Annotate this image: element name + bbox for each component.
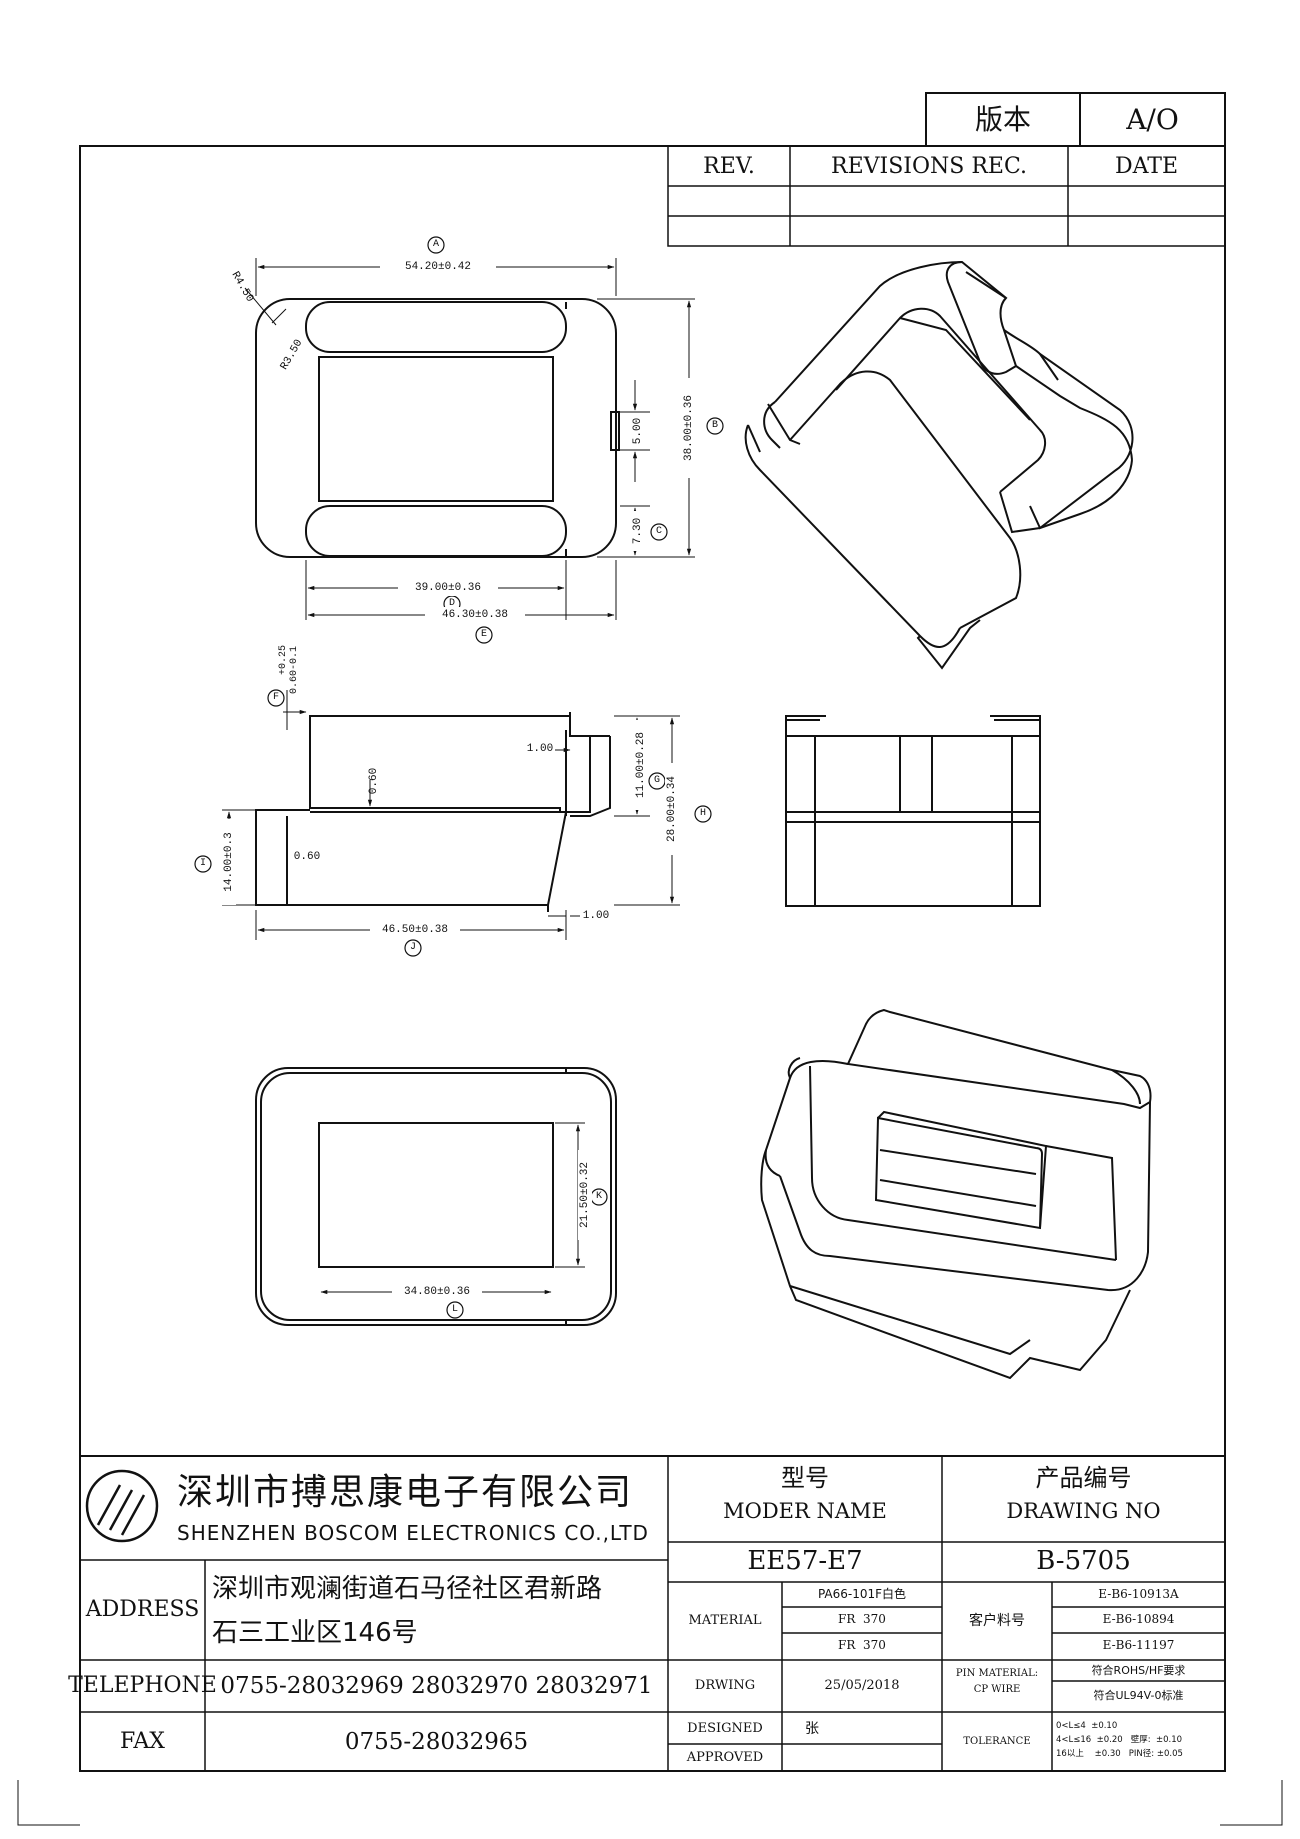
balloon-k: K	[595, 1191, 602, 1203]
tolerance-line-2: 4<L≤16 ±0.20 壁厚: ±0.10	[1056, 1735, 1183, 1746]
side-view-outline	[255, 712, 611, 912]
dim-side-11: 11.00±0.28	[634, 720, 648, 810]
dim-bottom-3480: 34.80±0.36	[392, 1284, 482, 1300]
model-name-en: MODER NAME	[723, 1498, 887, 1523]
version-value: A/O	[1126, 102, 1179, 136]
customer-no-3: E-B6-11197	[1102, 1638, 1175, 1653]
customer-no-2: E-B6-10894	[1102, 1612, 1175, 1627]
drawing-date: 25/05/2018	[824, 1677, 900, 1693]
top-view-dimensions	[244, 258, 695, 620]
drawing-label: DRWING	[694, 1677, 756, 1693]
dim-side-14: 14.00±0.3	[222, 819, 236, 905]
material-label: MATERIAL	[688, 1612, 762, 1628]
dim-bottom-2150: 21.50±0.32	[578, 1150, 592, 1240]
dim-side-100b: 1.00	[582, 909, 610, 922]
top-view-outline	[255, 298, 620, 558]
fax-value: 0755-28032965	[344, 1728, 529, 1755]
designed-value: 张	[805, 1720, 819, 1737]
material-1: PA66-101F白色	[817, 1587, 907, 1602]
balloon-c: C	[655, 526, 662, 538]
drawing-no-en: DRAWING NO	[1006, 1498, 1161, 1523]
model-name-cn: 型号	[781, 1464, 829, 1493]
dim-inner-39: 39.00±0.36	[398, 580, 498, 596]
title-block-lines	[80, 1455, 1225, 1771]
dim-slot: 5.00	[631, 417, 644, 445]
version-label: 版本	[974, 102, 1031, 136]
company-name-cn: 深圳市搏思康电子有限公司	[176, 1472, 633, 1514]
pin-material-2: 符合UL94V-0标准	[1093, 1689, 1184, 1703]
dim-tol-base: 0.60-0.1	[289, 646, 301, 695]
material-3: FR 370	[838, 1638, 886, 1653]
address-line-1: 深圳市观澜街道石马径社区君新路	[212, 1574, 603, 1605]
isometric-view-bottom	[760, 1008, 1152, 1380]
balloon-i: I	[199, 858, 206, 870]
balloon-f: F	[272, 692, 279, 704]
side-view-dimensions	[222, 690, 680, 940]
pin-material-1: 符合ROHS/HF要求	[1091, 1664, 1186, 1678]
address-label: ADDRESS	[85, 1597, 200, 1623]
drawing-no-value: B-5705	[1036, 1546, 1131, 1577]
tolerance-line-1: 0<L≤4 ±0.10	[1056, 1721, 1118, 1732]
tolerance-line-3: 16以上 ±0.30 PIN径: ±0.05	[1056, 1749, 1183, 1760]
dim-top-height: 38.00±0.36	[681, 378, 697, 478]
balloon-h: H	[699, 808, 706, 820]
dim-side-28: 28.00±0.34	[665, 763, 679, 855]
bottom-view-outline	[255, 1067, 617, 1326]
sheet-border	[79, 145, 1226, 1772]
company-logo	[85, 1469, 159, 1543]
balloon-b: B	[711, 420, 718, 432]
designed-label: DESIGNED	[687, 1720, 763, 1736]
dim-step-100: 1.00	[526, 742, 554, 755]
balloon-j: J	[409, 942, 416, 954]
balloon-d: D	[448, 598, 455, 610]
company-name-en: SHENZHEN BOSCOM ELECTRONICS CO.,LTD	[177, 1520, 649, 1545]
balloon-e: E	[480, 629, 487, 641]
dim-side-060: 0.60	[293, 850, 321, 863]
isometric-view-top	[744, 260, 1134, 670]
material-2: FR 370	[838, 1612, 886, 1627]
address-line-2: 石三工业区146号	[212, 1618, 418, 1649]
dim-wall-060: 0.60	[367, 767, 380, 795]
revisions-rec-header: REVISIONS REC.	[831, 154, 1027, 180]
pin-material-label-1: PIN MATERIAL:	[955, 1668, 1039, 1680]
approved-label: APPROVED	[686, 1749, 764, 1765]
dim-flange-height: 7.30	[631, 511, 645, 551]
dimension-balloons	[194, 236, 724, 1319]
rev-header: REV.	[703, 154, 755, 180]
date-header: DATE	[1114, 154, 1179, 180]
tolerance-label: TOLERANCE	[963, 1736, 1031, 1748]
balloon-l: L	[451, 1304, 458, 1316]
pin-material-label-2: CP WIRE	[973, 1684, 1021, 1696]
balloon-a: A	[432, 239, 439, 251]
front-view-outline	[785, 715, 1041, 907]
customer-no-label: 客户料号	[969, 1612, 1025, 1629]
dim-top-width: 54.20±0.42	[380, 259, 496, 275]
fax-label: FAX	[120, 1729, 165, 1755]
balloon-g: G	[653, 775, 660, 787]
dim-side-4650: 46.50±0.38	[370, 922, 460, 938]
telephone-label: TELEPHONE	[68, 1673, 217, 1699]
drawing-no-cn: 产品编号	[1035, 1464, 1132, 1493]
model-value: EE57-E7	[747, 1546, 863, 1577]
customer-no-1: E-B6-10913A	[1098, 1587, 1179, 1602]
dim-inner-463: 46.30±0.38	[425, 607, 525, 623]
revisions-table	[667, 145, 1226, 247]
telephone-value: 0755-28032969 28032970 28032971	[220, 1672, 653, 1699]
